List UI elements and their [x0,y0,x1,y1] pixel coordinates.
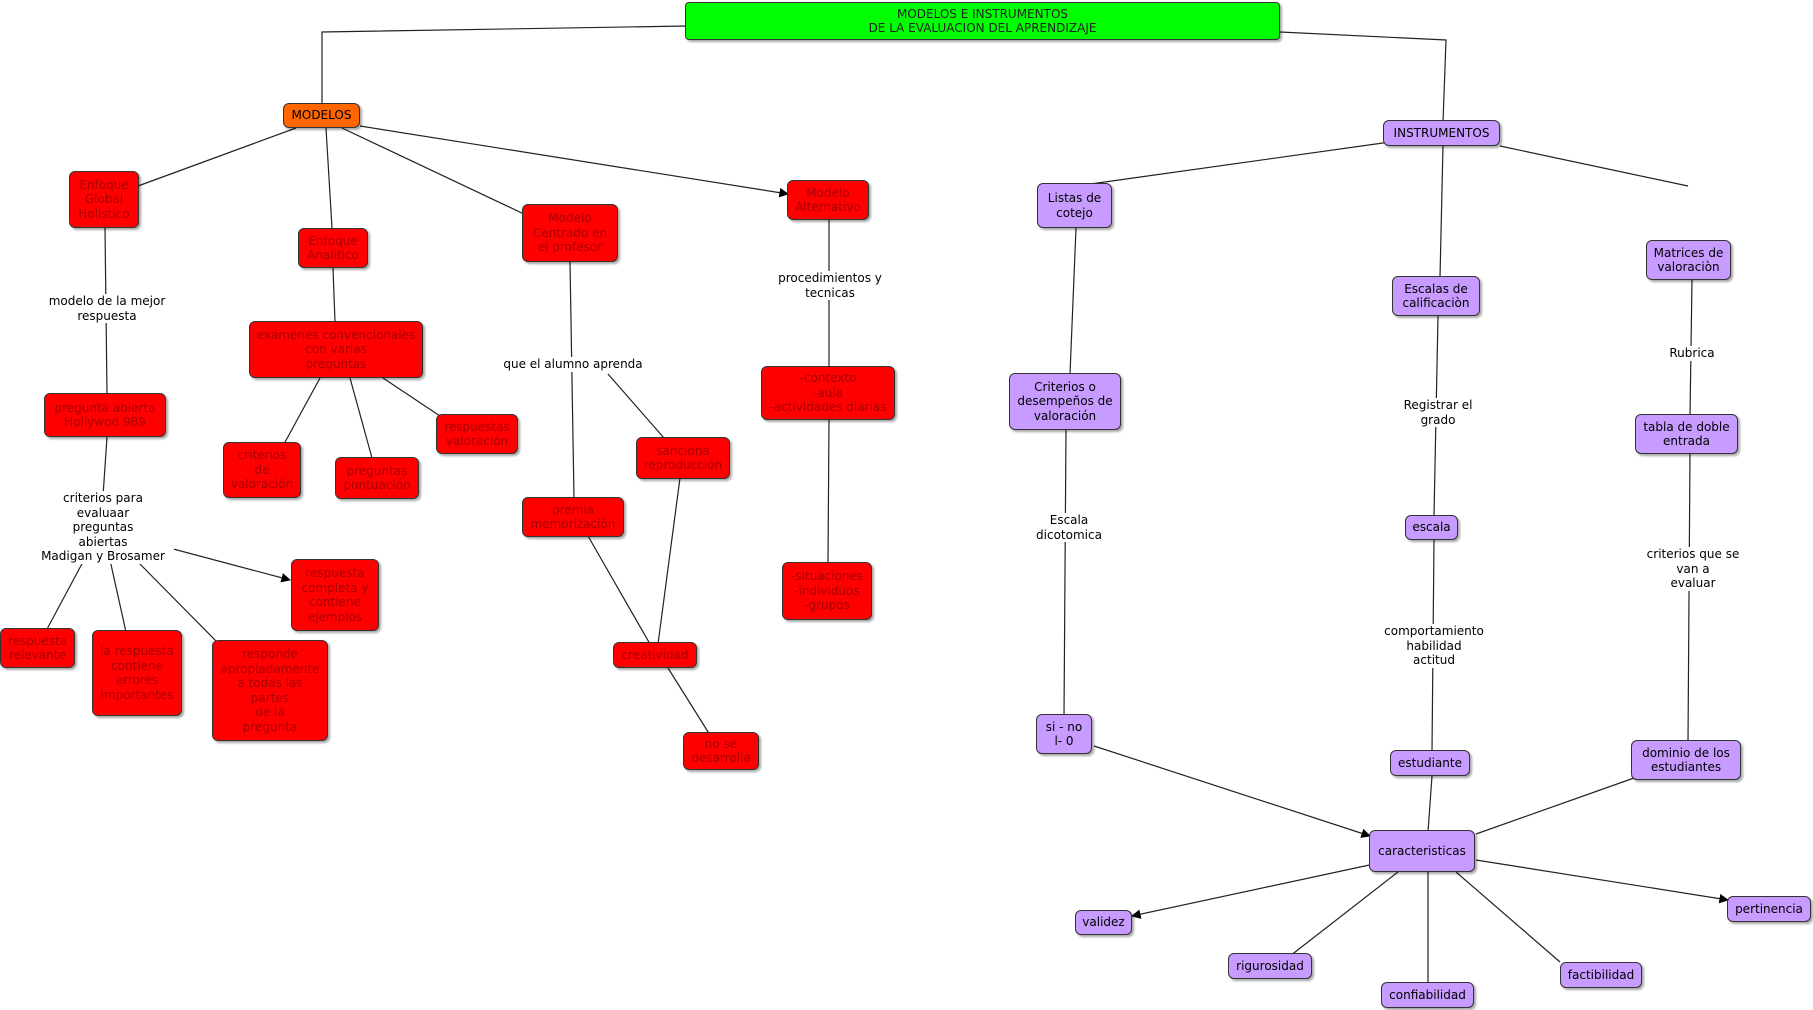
node-examenes[interactable]: examenes convencionales con varias pregu… [249,321,423,378]
node-respuesta-relevante[interactable]: respuesta relevante [0,628,75,668]
edge-criterios-errores [109,559,127,633]
edge-modelos-centrado [341,127,525,215]
node-modelo-alternativo[interactable]: Modelo Alternativo [787,180,869,220]
node-creatividad[interactable]: creatividad [613,642,697,668]
node-respuestas-valoracion[interactable]: respuestas valoración [436,414,518,454]
link-rubrica: Rubrica [1660,346,1724,361]
edge-contexto-situaciones [827,419,830,565]
node-instrumentos[interactable]: INSTRUMENTOS [1383,120,1500,146]
node-respuesta-completa[interactable]: respuesta completa y contiene ejemplos [291,559,379,631]
edge-instrumentos-escalas [1439,145,1444,278]
edge-examenes-criterios [283,377,321,445]
link-comportamiento: comportamiento habilidad actitud [1372,624,1496,668]
node-responde[interactable]: responde apropiadamente a todas las part… [212,640,328,741]
node-respuesta-errores[interactable]: la respuesta contiene errores importante… [92,630,182,716]
edge-instrumentos-listas [1075,141,1391,187]
node-estudiante[interactable]: estudiante [1390,750,1470,776]
edge-creatividad-nodesarrolla [667,667,711,736]
node-si-no[interactable]: si - no l- 0 [1036,714,1092,754]
edge-criterios-completa [161,545,291,583]
edge-title-instrumentos [1279,31,1447,123]
edge-car-factibilidad [1455,871,1561,963]
node-enfoque-analitico[interactable]: Enfoque Analitico [298,228,368,268]
link-criterios-evaluar2: criterios que se van a evaluar [1636,547,1750,591]
edge-car-pertinencia [1475,859,1729,904]
link-que-alumno: que el alumno aprenda [496,357,650,372]
node-tabla-doble[interactable]: tabla de doble entrada [1635,414,1738,454]
node-matrices[interactable]: Matrices de valoraciòn [1646,240,1731,280]
edge-pregunta-criterios [102,436,108,497]
node-rigurosidad[interactable]: rigurosidad [1228,953,1312,979]
node-escala[interactable]: escala [1405,515,1458,540]
edge-examenes-preguntas [349,377,373,459]
node-situaciones[interactable]: -situaciones -individuos -grupos [782,562,872,620]
node-validez[interactable]: validez [1075,910,1132,935]
edge-sanciona-creatividad [657,477,681,645]
edge-instrumentos-matrices [1499,145,1689,187]
node-pregunta-abierta[interactable]: pregunta abierta Hollywod 989 [44,393,166,437]
node-caracteristicas[interactable]: caracteristicas [1369,830,1475,872]
edge-modelos-global [137,127,297,187]
node-preguntas-puntuacion[interactable]: preguntas puntuación [335,457,419,499]
edge-centrado-premia [569,261,575,499]
edge-examenes-respuestas [382,377,441,417]
node-pertinencia[interactable]: pertinencia [1727,896,1811,922]
node-modelos[interactable]: MODELOS [283,103,360,128]
node-listas-cotejo[interactable]: Listas de cotejo [1037,183,1112,228]
node-factibilidad[interactable]: factibilidad [1560,962,1642,988]
map-title[interactable]: MODELOS E INSTRUMENTOS DE LA EVALUACION … [685,2,1280,40]
edge-title-modelos [321,25,687,108]
link-criterios-evaluar: criterios para evaluaar preguntas abiert… [32,491,174,564]
edge-tabla-dominio [1687,451,1691,743]
edge-sino-caracteristicas [1093,745,1371,838]
edge-estudiante-caracteristicas [1427,775,1433,833]
edge-modelos-analitico [325,127,333,229]
node-confiabilidad[interactable]: confiabilidad [1381,982,1474,1008]
edge-alumno-sanciona [607,373,665,439]
link-procedimientos: procedimientos y tecnicas [766,271,894,300]
edge-criterios-sino [1063,429,1067,717]
edge-analitico-examenes [332,267,336,323]
node-criterios-valoracion[interactable]: criterios de valoración [223,442,301,498]
edge-listas-criterios [1069,227,1077,375]
link-escala-dicotomica: Escala dicotomica [1024,513,1114,542]
edge-premia-creatividad [587,535,651,645]
node-premia[interactable]: premia memorización [522,497,624,537]
edge-criterios-responde [135,559,219,644]
edge-modelos-alternativo [359,125,789,198]
edge-car-rigurosidad [1289,871,1399,957]
edge-criterios-relevante [45,559,85,632]
node-modelo-centrado[interactable]: Modelo Centrado en el profesor [522,204,618,262]
node-sanciona[interactable]: sanciona reproducción [636,437,730,479]
link-modelo-mejor: modelo de la mejor respuesta [38,294,176,323]
node-escalas[interactable]: Escalas de calificaciòn [1392,276,1480,316]
node-no-desarrolla[interactable]: no se desarrolla [683,732,759,770]
node-contexto[interactable]: -contexto -aula -actividades diarias [761,366,895,420]
link-registrar: Registrar el grado [1388,398,1488,427]
node-criterios-desempenos[interactable]: Criterios o desempeños de valoración [1009,373,1121,430]
node-enfoque-global[interactable]: Enfoque Global Holistico [69,171,139,228]
edge-car-validez [1131,863,1375,919]
edge-dominio-caracteristicas [1475,777,1635,835]
node-dominio[interactable]: dominio de los estudiantes [1631,740,1741,780]
